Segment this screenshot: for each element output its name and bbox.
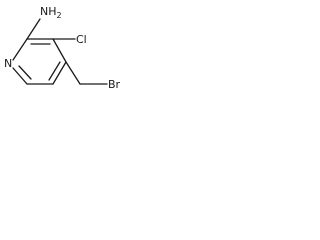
- substituents: [26, 18, 108, 85]
- nh2-main: NH: [40, 5, 57, 18]
- chemical-structure: N NH2 Cl Br: [4, 5, 121, 91]
- atom-label-nh2: NH2: [40, 5, 62, 20]
- nh2-subscript: 2: [57, 11, 62, 20]
- atom-label-br: Br: [108, 78, 121, 91]
- bond-c2-nh2: [26, 18, 41, 40]
- bond-c6-n1: [12, 67, 28, 85]
- pyridine-ring: [12, 38, 67, 85]
- atom-label-n1: N: [4, 57, 12, 70]
- bond-c4-c5: [52, 61, 67, 85]
- bond-c3-c4: [52, 38, 67, 63]
- bond-c6-n1-inner: [18, 65, 32, 80]
- bond-n1-c2: [12, 38, 28, 61]
- bond-c4-ch2: [65, 61, 81, 85]
- atom-label-cl: Cl: [76, 33, 87, 46]
- bond-c4-c5-inner: [48, 61, 61, 81]
